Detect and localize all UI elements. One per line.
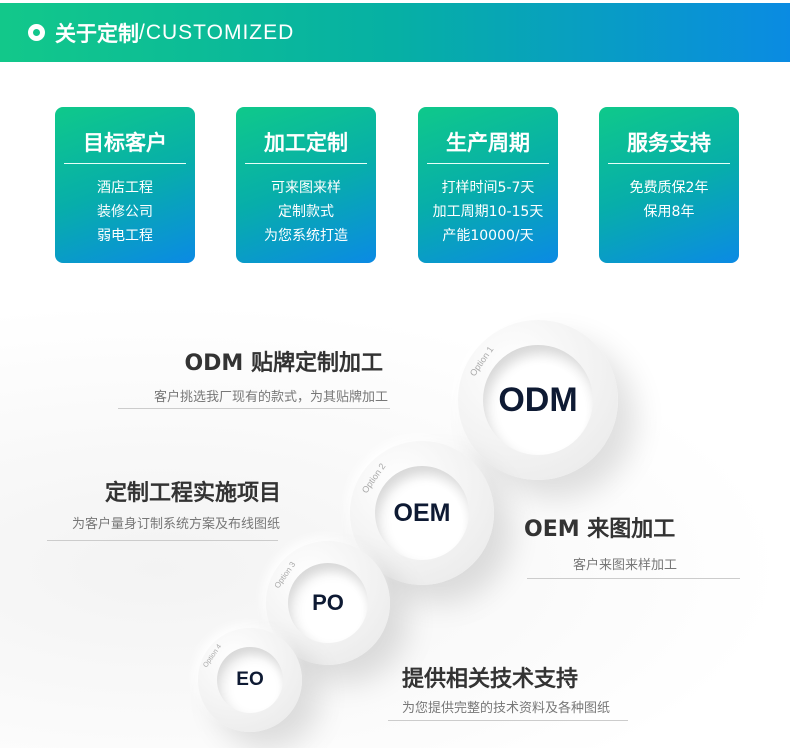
card-line: 可来图来样 [271, 180, 341, 196]
divider [47, 540, 278, 541]
option-label: EO [217, 647, 283, 713]
divider [388, 720, 628, 721]
project-subtitle: 为客户量身订制系统方案及布线图纸 [71, 517, 280, 532]
card-line: 产能10000/天 [442, 228, 534, 244]
oem-title: OEM 来图加工 [524, 517, 676, 542]
card-line: 为您系统打造 [264, 228, 348, 244]
card-line: 酒店工程 [97, 180, 153, 196]
option-circle-odm: ODM Option 1 [458, 320, 618, 480]
card-title: 加工定制 [264, 131, 348, 155]
section-header: 关于定制/CUSTOMIZED [0, 3, 790, 62]
odm-title: ODM 贴牌定制加工 [184, 351, 383, 376]
odm-subtitle: 客户挑选我厂现有的款式，为其贴牌加工 [153, 390, 388, 405]
card-production-cycle: 生产周期 打样时间5-7天加工周期10-15天产能10000/天 [418, 107, 558, 263]
card-line: 免费质保2年 [629, 180, 709, 196]
card-title: 服务支持 [627, 131, 711, 155]
card-line: 保用8年 [643, 204, 695, 220]
divider [64, 163, 186, 164]
card-target-customers: 目标客户 酒店工程装修公司弱电工程 [55, 107, 195, 263]
option-label: OEM [375, 466, 469, 560]
card-title: 目标客户 [83, 131, 167, 155]
divider [427, 163, 549, 164]
option-circle-eo: EO Option 4 [198, 628, 302, 732]
card-service-support: 服务支持 免费质保2年保用8年 [599, 107, 739, 263]
divider [245, 163, 367, 164]
oem-subtitle: 客户来图来样加工 [573, 558, 678, 573]
tech-support-subtitle: 为您提供完整的技术资料及各种图纸 [402, 701, 611, 716]
card-custom-processing: 加工定制 可来图来样定制款式为您系统打造 [236, 107, 376, 263]
card-line: 弱电工程 [97, 228, 153, 244]
divider [608, 163, 730, 164]
circle-bullet-icon [28, 24, 45, 41]
divider [118, 408, 390, 409]
card-line: 加工周期10-15天 [432, 204, 544, 220]
card-title: 生产周期 [446, 131, 530, 155]
header-title-cn: 关于定制 [55, 21, 139, 46]
divider [527, 578, 740, 579]
card-line: 装修公司 [97, 204, 153, 220]
tech-support-title: 提供相关技术支持 [402, 667, 579, 692]
header-title-en: /CUSTOMIZED [139, 20, 295, 44]
card-line: 打样时间5-7天 [441, 180, 535, 196]
option-label: ODM [483, 345, 593, 455]
project-title: 定制工程实施项目 [104, 481, 281, 506]
card-line: 定制款式 [278, 204, 334, 220]
option-label: PO [288, 563, 368, 643]
